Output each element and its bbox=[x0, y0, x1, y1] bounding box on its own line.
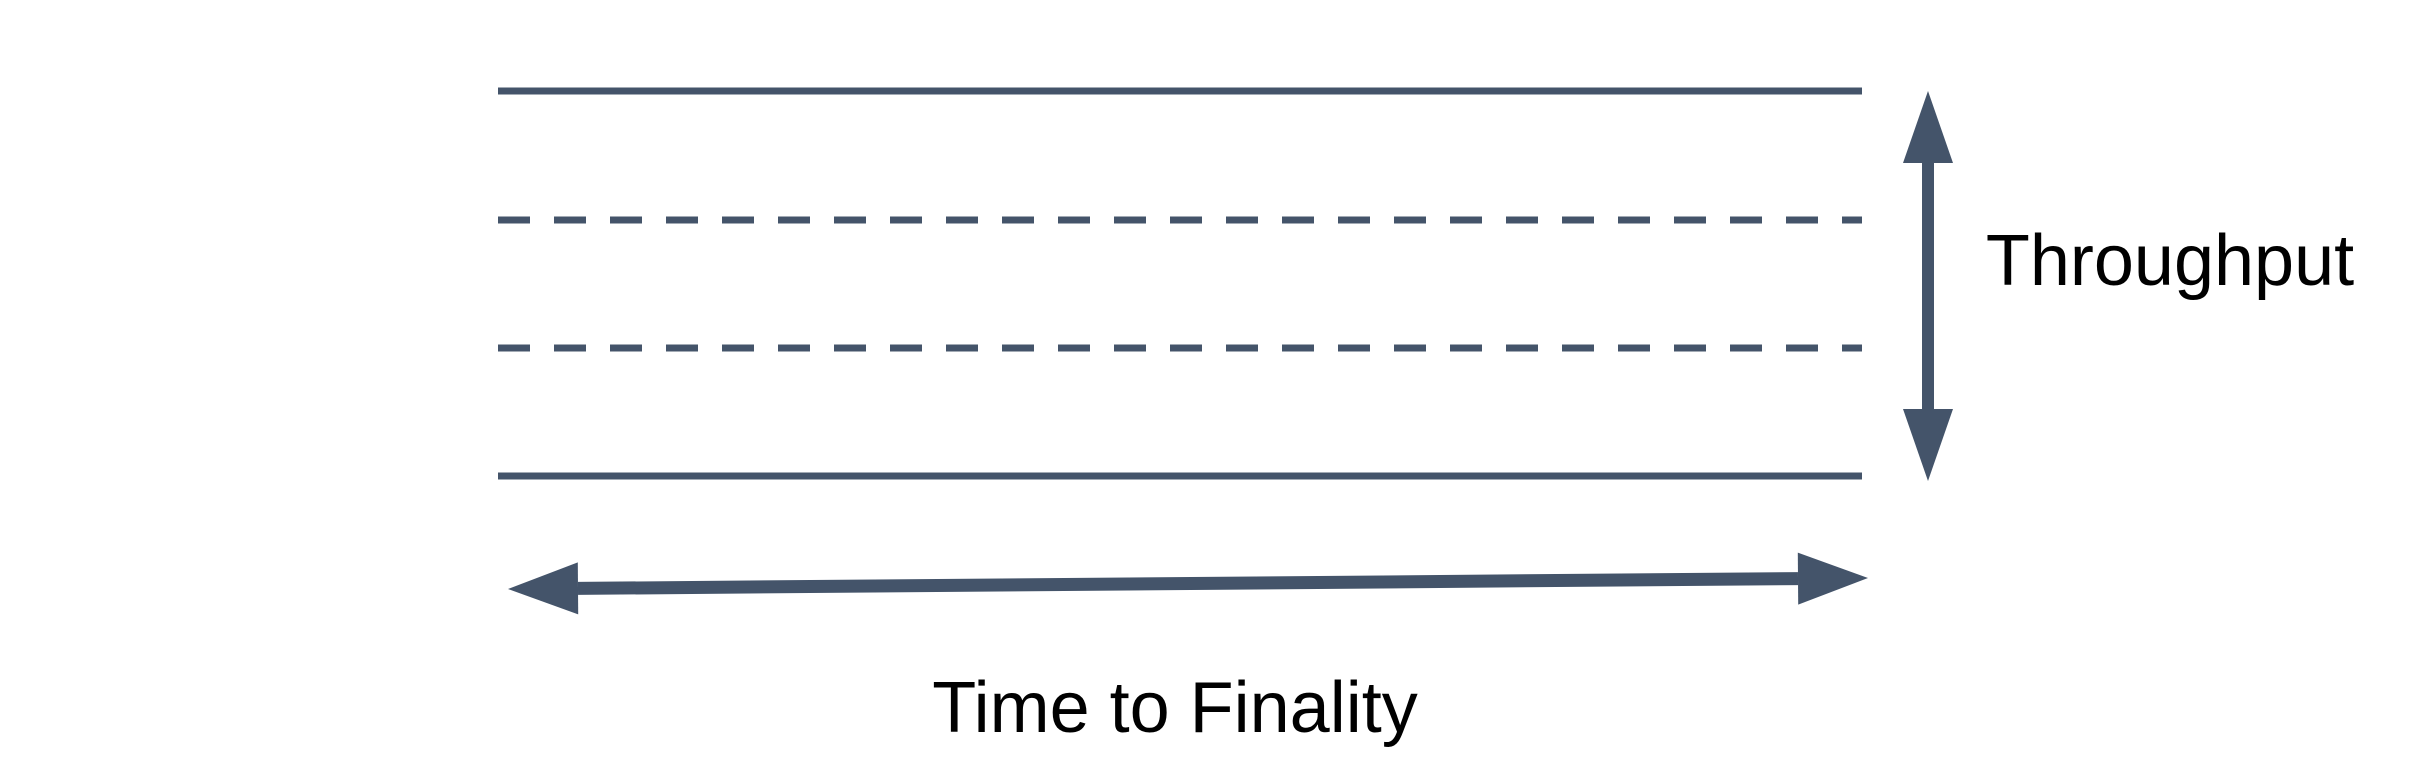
throughput-arrow-icon bbox=[1903, 91, 1953, 481]
throughput-arrowhead-up-icon bbox=[1903, 91, 1953, 163]
time-to-finality-arrowhead-right-icon bbox=[1797, 552, 1868, 605]
throughput-arrowhead-down-icon bbox=[1903, 409, 1953, 481]
time-to-finality-arrowhead-left-icon bbox=[508, 562, 579, 615]
throughput-label: Throughput bbox=[1986, 221, 2354, 301]
time-to-finality-arrow-icon bbox=[508, 552, 1868, 615]
time-to-finality-arrow-shaft bbox=[577, 572, 1799, 595]
time-to-finality-label: Time to Finality bbox=[932, 668, 1417, 748]
